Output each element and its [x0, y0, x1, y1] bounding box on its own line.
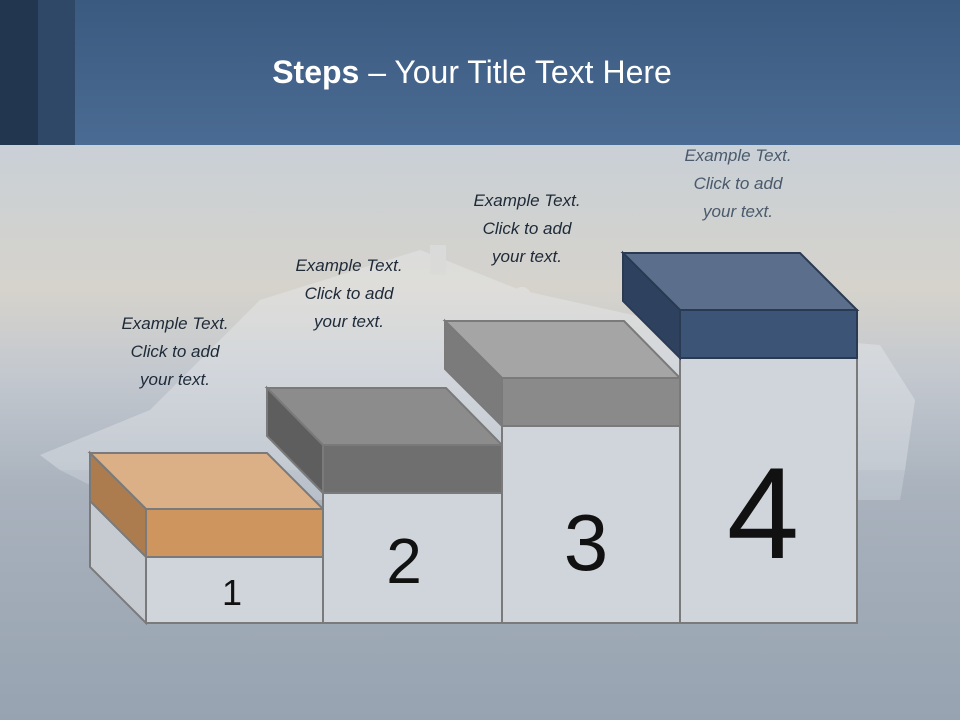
step-2-caption-line-1: Example Text. — [295, 256, 403, 275]
header-accent — [38, 0, 75, 145]
slide-header: Steps – Your Title Text Here — [0, 0, 960, 145]
slide-title[interactable]: Steps – Your Title Text Here — [0, 54, 944, 91]
step-4-caption-line-1: Example Text. — [684, 146, 792, 165]
step-3-caption-line-2: Click to add — [482, 219, 572, 238]
step-4-caption-line-2: Click to add — [693, 174, 783, 193]
step-1-number: 1 — [222, 572, 242, 613]
step-3-caption-line-1: Example Text. — [473, 191, 581, 210]
step-4-caption-line-3: your text. — [703, 202, 773, 221]
header-accent-dark — [0, 0, 38, 145]
step-3[interactable]: 3 — [442, 318, 683, 624]
step-4-number: 4 — [727, 440, 799, 586]
step-2-caption[interactable]: Example Text. Click to add your text. — [249, 252, 449, 336]
step-1-caption[interactable]: Example Text. Click to add your text. — [75, 310, 275, 394]
step-1-caption-line-2: Click to add — [130, 342, 220, 361]
step-2-caption-line-2: Click to add — [304, 284, 394, 303]
title-rest: – Your Title Text Here — [359, 54, 672, 90]
step-4[interactable]: 4 — [620, 250, 860, 624]
title-bold: Steps — [272, 54, 360, 90]
step-3-caption-line-3: your text. — [492, 247, 562, 266]
step-3-number: 3 — [564, 498, 609, 587]
step-2[interactable]: 2 — [264, 385, 505, 624]
step-1[interactable]: 1 — [87, 450, 326, 626]
step-3-caption[interactable]: Example Text. Click to add your text. — [427, 187, 627, 271]
step-2-number: 2 — [386, 525, 422, 597]
step-2-caption-line-3: your text. — [314, 312, 384, 331]
step-1-caption-line-1: Example Text. — [121, 314, 229, 333]
step-1-caption-line-3: your text. — [140, 370, 210, 389]
step-4-caption[interactable]: Example Text. Click to add your text. — [638, 142, 838, 226]
